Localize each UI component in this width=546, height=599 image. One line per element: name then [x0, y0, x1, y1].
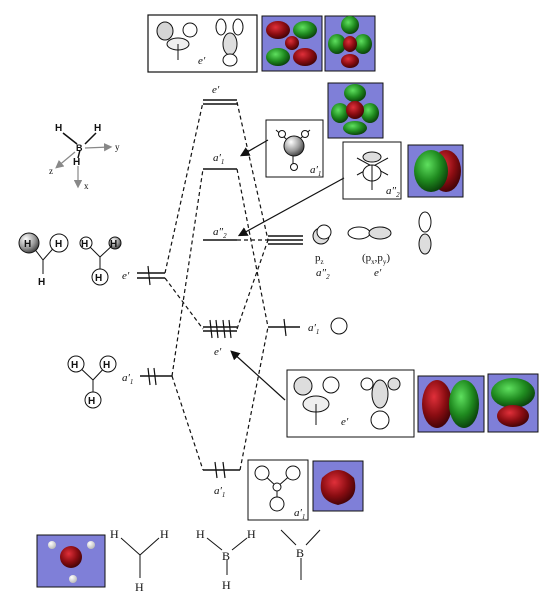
level-e-antibonding-label: e′ [212, 84, 220, 96]
a1-sketch-box: a′1 [265, 119, 324, 178]
pz-orbital-icon [312, 224, 332, 245]
ligand-e-salc-2: H H H [79, 236, 122, 286]
lower-a1-render-panel [312, 460, 364, 512]
axis-y-label: y [115, 142, 120, 152]
level-a2-label: a″2 [213, 226, 227, 240]
pz-sym-label: a″2 [316, 267, 330, 281]
salc1-h1: H [24, 239, 31, 250]
ligand-a1-label: a′1 [122, 372, 133, 386]
bh3-b: B [222, 549, 230, 563]
level-a1-bonding-label: a′1 [214, 485, 225, 499]
ligand-a1-salc: H H H [67, 355, 117, 409]
axis-z-label: z [49, 166, 53, 176]
lower-box-e-label: e′ [341, 416, 349, 428]
mo-levels [203, 99, 240, 479]
lower-e-sketch-right-icon [360, 377, 401, 430]
bottom-b-fragment [280, 529, 321, 580]
salc1-h2: H [55, 239, 62, 250]
axis-x-label: x [84, 181, 89, 191]
salc2-h1: H [81, 239, 88, 250]
boron-a1-label: a′1 [308, 322, 319, 336]
axis-system: H H B H y z x [49, 123, 120, 191]
top-e-render-panel-1 [261, 15, 323, 72]
level-e-bonding-label: e′ [214, 346, 222, 358]
axis-atom-h3: H [73, 157, 80, 168]
salc3-h3: H [88, 396, 95, 407]
boron-s-orbital-icon [330, 317, 348, 335]
salc3-h2: H [103, 360, 110, 371]
lower-e-sketch-box: e′ [286, 369, 415, 438]
ligand-e-label: e′ [122, 270, 130, 282]
salc2-h3: H [95, 273, 102, 284]
e-sketch-left-icon [156, 21, 198, 60]
salc1-h3: H [38, 277, 45, 288]
pxpy-orbital-icon [347, 211, 432, 255]
ligand-levels [137, 265, 172, 386]
bh3-h3: H [222, 578, 231, 592]
bottom-bh3-fragment [206, 537, 248, 575]
bottom-h3-fragment [120, 537, 160, 578]
h3-h3: H [135, 580, 144, 594]
a2-sketch-box: a″2 [342, 141, 402, 200]
h3-h1: H [110, 527, 119, 541]
lower-e-render-panel-1 [417, 375, 485, 433]
axis-atom-b: B [76, 143, 83, 153]
lower-e-sketch-left-icon [293, 376, 340, 425]
h3-h2: H [160, 527, 169, 541]
level-a1-antibonding-label: a′1 [213, 152, 224, 166]
lower-e-render-panel-2 [487, 373, 539, 433]
e-sketch-right-icon [215, 18, 244, 67]
salc3-h1: H [71, 360, 78, 371]
a1-render-panel [327, 82, 384, 139]
pointer-arrows [230, 139, 345, 401]
a1-box-label: a′1 [310, 164, 321, 178]
axis-atom-h2: H [94, 123, 101, 134]
top-e-render-panel-2 [324, 15, 376, 72]
b-fragment-b: B [296, 546, 304, 560]
top-e-orbital-sketch-box: e′ [147, 14, 258, 73]
lower-a1-box-label: a′1 [294, 507, 305, 521]
boron-levels [268, 235, 303, 337]
top-box-e-label: e′ [198, 55, 206, 67]
bh3-h2: H [247, 527, 256, 541]
lower-a1-sketch-box: a′1 [247, 459, 309, 521]
a2-render-panel [407, 144, 464, 198]
bh3-h1: H [196, 527, 205, 541]
bottom-molecule-render [36, 534, 106, 588]
ligand-e-salc-1: H H H [18, 232, 69, 288]
pxpy-label: (px,py) [362, 252, 390, 266]
salc2-h2: H [110, 239, 117, 250]
pz-label: pz [315, 252, 324, 266]
pxpy-sym-label: e′ [374, 267, 382, 279]
axis-atom-h1: H [55, 123, 62, 134]
a2-box-label: a″2 [386, 185, 400, 199]
correlation-lines [164, 101, 269, 471]
